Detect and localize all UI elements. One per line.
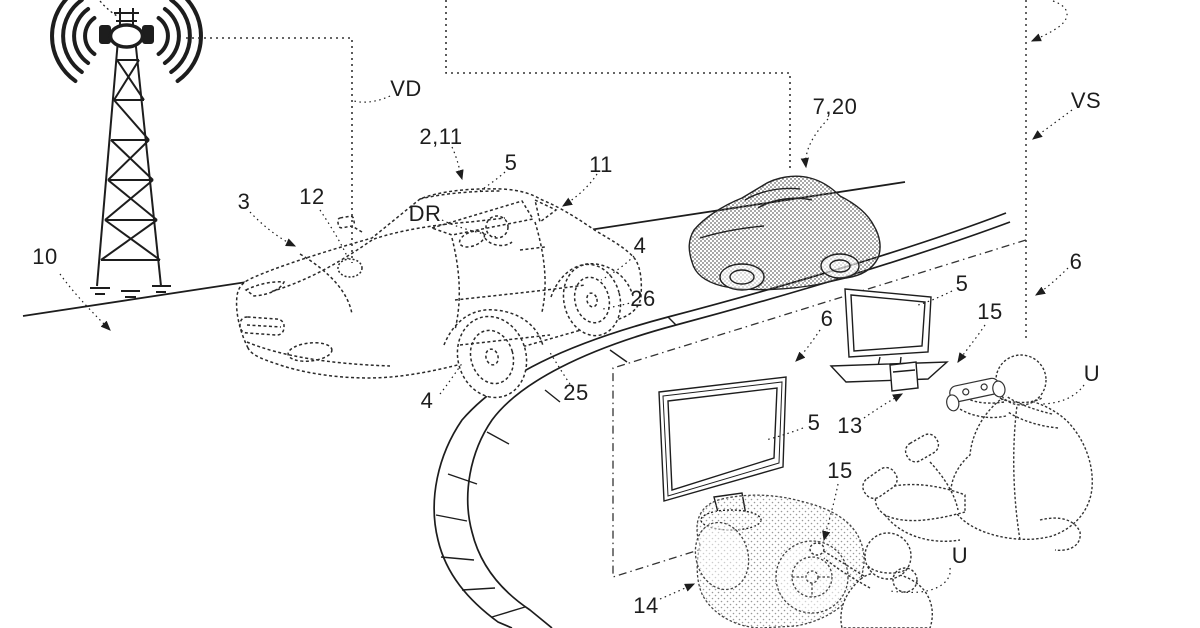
signal-dotted-line (186, 0, 791, 263)
seated-user-simulator (809, 532, 933, 628)
boundary-dash-dot-region (612, 239, 1027, 578)
steering-wheel (775, 540, 849, 614)
gamepad-controller (946, 377, 1006, 412)
vehicle-sports-car (235, 188, 643, 399)
game-console (889, 361, 919, 392)
kerb-strip (435, 316, 677, 618)
tv-monitor-small (829, 288, 949, 383)
radio-wave-arcs (50, 0, 203, 83)
racing-simulator (694, 494, 865, 628)
opponent-vehicle-shaded (688, 175, 881, 291)
radio-mast-tower (90, 0, 171, 298)
driver-helmet (485, 215, 509, 239)
seated-user-gamepad (862, 354, 1093, 552)
car-steering-wheel (458, 230, 486, 248)
label-leader-lines (59, 0, 1085, 600)
